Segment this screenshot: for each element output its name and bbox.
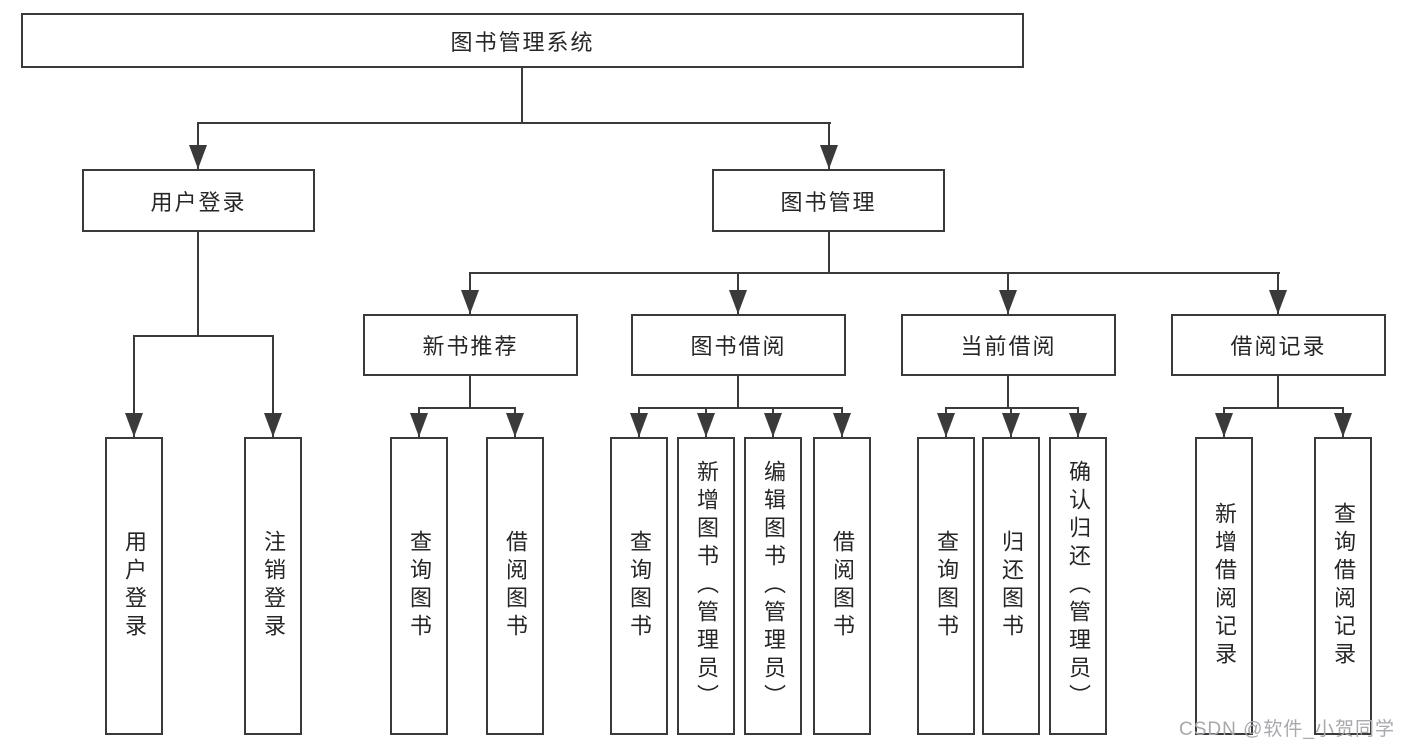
edge-root-trunk [521, 68, 523, 124]
watermark-text: CSDN @软件_小贺同学 [1179, 719, 1395, 740]
edge-records-leaf2-arrow [1334, 413, 1352, 437]
node-current-borrow: 当前借阅 [901, 314, 1116, 376]
edge-newbook-leaf2-arrow [506, 413, 524, 437]
leaf-borrow-book-recommend: 借阅图书 [486, 437, 544, 735]
edge-userlogin-trunk [197, 232, 199, 335]
edge-bookmgmt-current-arrow [999, 290, 1017, 314]
leaf-search-book-recommend: 查询图书 [390, 437, 448, 735]
edge-userlogin-leaf1-stem [133, 335, 135, 437]
edge-current-crossbar [945, 407, 1079, 409]
leaf-user-login: 用户登录 [105, 437, 163, 735]
leaf-edit-book-admin: 编辑图书（管理员） [744, 437, 802, 735]
edge-userlogin-leaf2-stem [272, 335, 274, 437]
leaf-logout: 注销登录 [244, 437, 302, 735]
leaf-add-borrow-record: 新增借阅记录 [1195, 437, 1253, 735]
edge-records-crossbar [1223, 407, 1344, 409]
leaf-borrow-book: 借阅图书 [813, 437, 871, 735]
leaf-search-borrow-record: 查询借阅记录 [1314, 437, 1372, 735]
edge-bookmgmt-trunk [828, 232, 830, 274]
edge-userlogin-crossbar [133, 335, 274, 337]
edge-records-leaf1-arrow [1215, 413, 1233, 437]
edge-bookmgmt-newbook-arrow [461, 290, 479, 314]
edge-root-bookmgmt-arrow [820, 145, 838, 169]
edge-userlogin-leaf2-arrow [264, 413, 282, 437]
edge-root-userlogin-arrow [189, 145, 207, 169]
node-book-management: 图书管理 [712, 169, 945, 232]
edge-borrow-leaf2-arrow [697, 413, 715, 437]
edge-bookmgmt-crossbar [469, 272, 1280, 274]
edge-root-crossbar [197, 122, 831, 124]
edge-borrow-leaf3-arrow [764, 413, 782, 437]
leaf-search-book-current: 查询图书 [917, 437, 975, 735]
edge-records-trunk [1277, 376, 1279, 409]
edge-bookmgmt-records-arrow [1269, 290, 1287, 314]
edge-borrow-trunk [737, 376, 739, 409]
edge-borrow-crossbar [638, 407, 843, 409]
edge-newbook-crossbar [418, 407, 516, 409]
edge-current-trunk [1007, 376, 1009, 409]
node-library-system: 图书管理系统 [21, 13, 1024, 68]
edge-borrow-leaf4-arrow [833, 413, 851, 437]
edge-current-leaf3-arrow [1069, 413, 1087, 437]
node-new-book-recommend: 新书推荐 [363, 314, 578, 376]
edge-current-leaf1-arrow [937, 413, 955, 437]
edge-userlogin-leaf1-arrow [125, 413, 143, 437]
edge-bookmgmt-borrow-arrow [729, 290, 747, 314]
edge-newbook-leaf1-arrow [410, 413, 428, 437]
node-borrow-records: 借阅记录 [1171, 314, 1386, 376]
leaf-confirm-return-admin: 确认归还（管理员） [1049, 437, 1107, 735]
edge-newbook-trunk [469, 376, 471, 409]
node-user-login: 用户登录 [82, 169, 315, 232]
edge-current-leaf2-arrow [1002, 413, 1020, 437]
leaf-return-book: 归还图书 [982, 437, 1040, 735]
leaf-search-book-borrow: 查询图书 [610, 437, 668, 735]
edge-borrow-leaf1-arrow [630, 413, 648, 437]
node-book-borrow: 图书借阅 [631, 314, 846, 376]
leaf-add-book-admin: 新增图书（管理员） [677, 437, 735, 735]
